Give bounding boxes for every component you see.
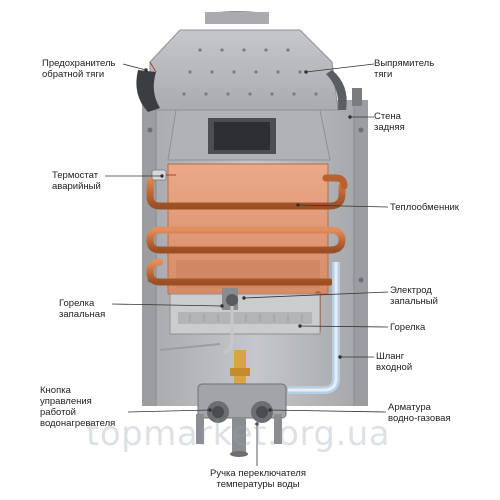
- gas-pipe: [159, 343, 250, 386]
- backdraft-preventer: [136, 61, 160, 112]
- watermark: topmarket.org.ua: [86, 414, 391, 454]
- leader-lines: [105, 63, 389, 466]
- inlet-hose: [288, 262, 340, 394]
- pilot-assembly: [222, 288, 238, 354]
- label-heat-exchanger: Теплообменник: [390, 202, 459, 213]
- draft-rectifier-side: [326, 70, 362, 110]
- label-burner: Горелка: [390, 322, 426, 333]
- water-gas-valve: [196, 383, 287, 457]
- flue-collar: [205, 11, 269, 24]
- burner-block: [169, 293, 321, 335]
- draft-hood: [149, 29, 339, 161]
